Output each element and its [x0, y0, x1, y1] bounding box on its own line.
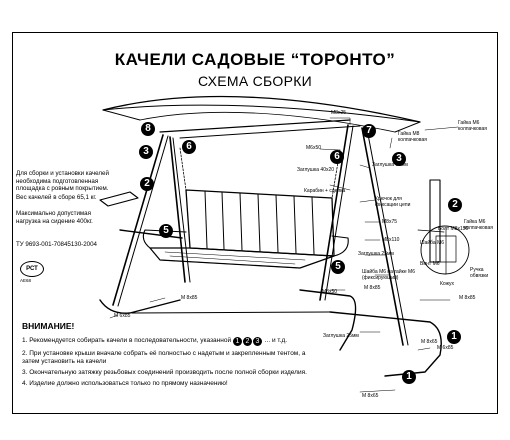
callout-bracket: Заглушка 40х20 [297, 167, 335, 173]
step-badge: 3 [139, 145, 153, 159]
detail-label-washer: Шайба М6 [420, 240, 445, 246]
step-badge: 6 [330, 150, 344, 164]
callout-m8x85-left: М 8х85 [181, 295, 198, 301]
canopy [102, 95, 421, 123]
callout-plug-25b: Заглушка 25мм [323, 333, 359, 339]
warning-item-1-suffix: ... и т.д. [264, 337, 288, 344]
canopy-edge [102, 104, 421, 123]
warning-item-2: 2. При установке крыши вначале собрать е… [22, 350, 306, 365]
warning-item-3: 3. Окончательную затяжку резьбовых соеди… [22, 369, 307, 376]
step-badge: 1 [402, 370, 416, 384]
warning-item-1: 1. Рекомендуется собирать качели в после… [22, 337, 322, 346]
certification-logo: РСТ [20, 261, 44, 277]
callout-m6x85-left: М 6х85 [114, 313, 131, 319]
base-left [99, 299, 181, 314]
left-frame [112, 134, 186, 306]
callout-hook: Крючок для фиксации цепи [375, 196, 411, 208]
callout-m8x25: М8х25 [331, 110, 347, 116]
callout-cap-61: Заглушка 61мм [372, 162, 408, 168]
step-badge: 2 [448, 198, 462, 212]
callout-m6x85-right: М 6х85 [437, 345, 454, 351]
step-badge: 8 [141, 122, 155, 136]
detail-label-casing: Кожух [440, 281, 455, 287]
callout-m8x75: М8х75 [382, 219, 398, 225]
step-badge: 6 [182, 140, 196, 154]
sequence-badge: 2 [242, 337, 252, 346]
callout-nut-m8: Гайка М8 колпачковая [398, 131, 427, 143]
warning-item-1-text: 1. Рекомендуется собирать качели в после… [22, 337, 232, 344]
step-badge: 1 [447, 330, 461, 344]
step-badge: 5 [331, 260, 345, 274]
callout-plug-25: Заглушка 25мм [358, 251, 394, 257]
warning-heading: ВНИМАНИЕ! [22, 321, 75, 331]
detail-label-nut: Гайка М6 колпачковая [464, 219, 493, 231]
callout-m8x110: М8х110 [382, 237, 400, 243]
callout-washer: Шайба М6 на гайке М6 (фиксирующий) [362, 269, 415, 281]
step-badge: 7 [362, 124, 376, 138]
step-badge: 2 [140, 177, 154, 191]
callout-m8x65b: М 8х65 [362, 393, 379, 399]
sequence-badge: 1 [232, 337, 242, 346]
warning-item-4: 4. Изделие должно использоваться только … [22, 380, 228, 387]
detail-view [420, 225, 470, 275]
callout-carabiner: Карабин + сцепка [304, 188, 346, 194]
drawing-sheet [12, 32, 498, 414]
bench-seat [142, 189, 349, 269]
base-right [329, 311, 442, 377]
callout-nut-m6: Гайка М6 колпачковая [458, 120, 487, 132]
intro-load: Максимально допустимая нагрузка на сиден… [16, 210, 93, 225]
callout-m6x50: М6х50 [306, 145, 322, 151]
detail-label-screw: Винт М6 [420, 261, 440, 267]
step-badge: 5 [159, 224, 173, 238]
page-title: КАЧЕЛИ САДОВЫЕ “ТОРОНТО” [114, 50, 396, 69]
intro-spec: ТУ 9693-001-70845130-2004 [16, 241, 97, 248]
page-subtitle: СХЕМА СБОРКИ [197, 73, 313, 89]
callout-m8x65: М 8х65 [421, 339, 438, 345]
step-badge: 3 [392, 152, 406, 166]
callout-m8x85-right: М 8х85 [459, 295, 476, 301]
certification-logo-caption: АЕ68 [20, 278, 32, 283]
intro-weight: Вес качелей в сборе 65,1 кг. [16, 194, 97, 201]
callout-m8x50: М8х50 [322, 289, 338, 295]
detail-label-handle: Ручка обвязки [470, 267, 489, 279]
sequence-badge: 3 [252, 337, 262, 346]
callout-m8x85-mid: М 8х85 [364, 285, 381, 291]
canopy-hem [139, 111, 396, 133]
intro-setup: Для сборки и установки качелей необходим… [16, 170, 109, 193]
detail-label-bolt: Болт М8х150 [438, 226, 469, 232]
